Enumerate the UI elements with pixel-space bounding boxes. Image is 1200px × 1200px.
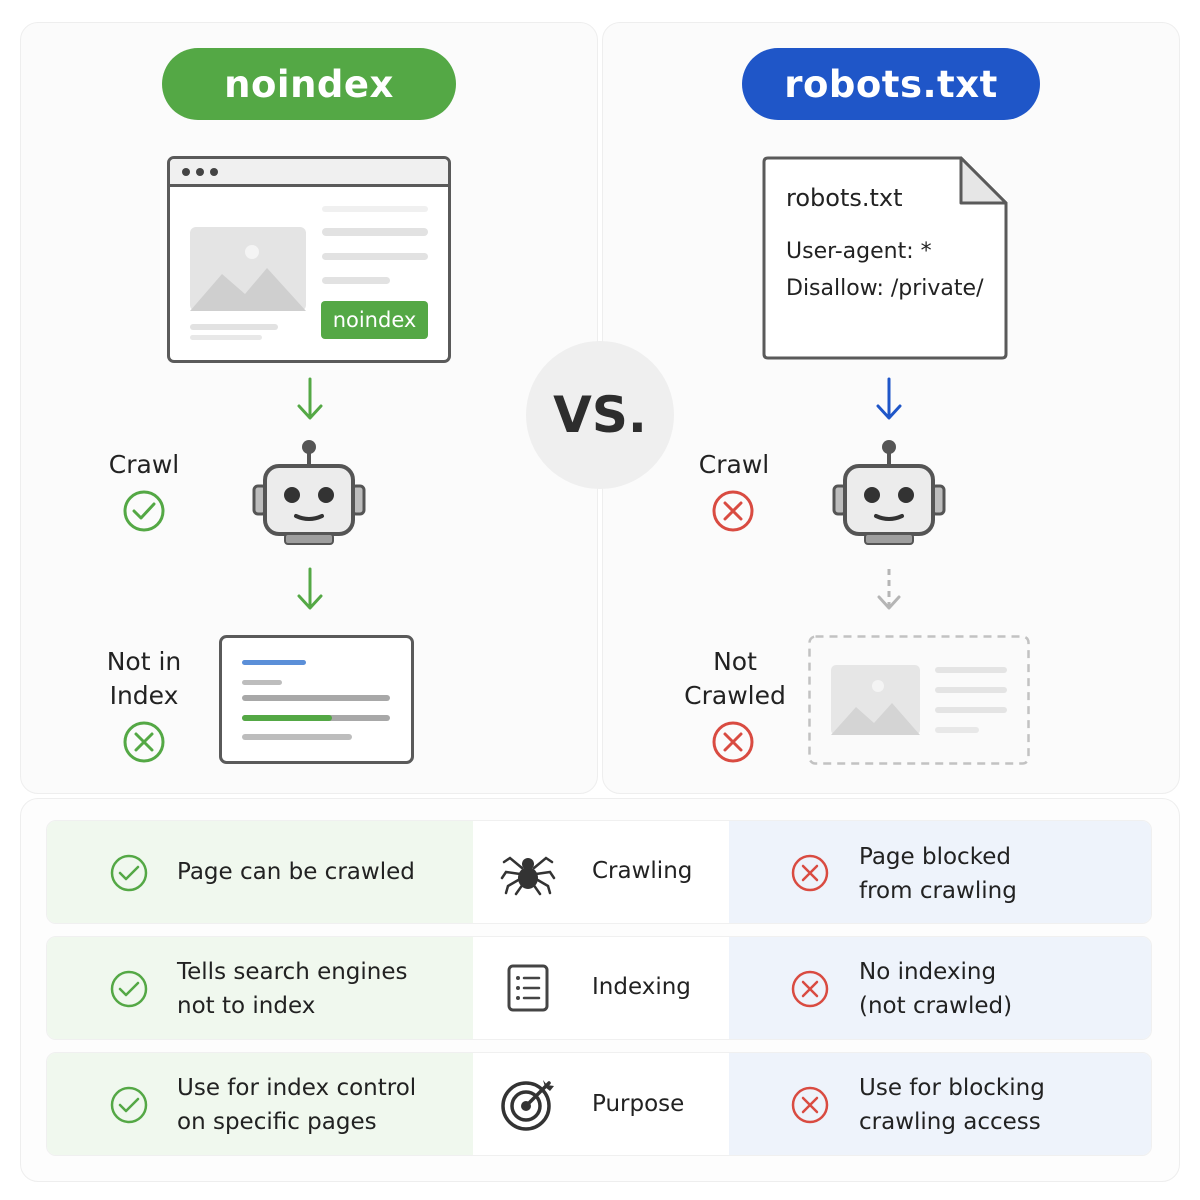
criteria-purpose-label: Purpose <box>592 1091 685 1117</box>
target-icon <box>501 1080 554 1131</box>
list-document-icon <box>507 964 549 1012</box>
noindex-tag: noindex <box>321 301 428 339</box>
robots-indexing-text: No indexing (not crawled) <box>859 959 1013 1019</box>
criteria-indexing-label: Indexing <box>592 974 691 1000</box>
comparison-row-crawling <box>46 820 1152 924</box>
robots-crawling-text: Page blocked from crawling <box>859 844 1017 904</box>
robots-doc-title: robots.txt <box>786 184 903 212</box>
dashed-arrow-down-icon <box>877 569 901 610</box>
arrow-down-icon <box>876 377 902 420</box>
check-circle-icon <box>110 970 148 1008</box>
criteria-crawling-label: Crawling <box>592 858 693 884</box>
x-circle-icon <box>123 721 165 763</box>
noindex-indexing-text: Tells search engines not to index <box>177 959 408 1019</box>
search-results-card-icon <box>219 635 414 764</box>
robots-doc-user-agent: User-agent: * <box>786 239 932 264</box>
check-circle-icon <box>123 490 165 532</box>
robots-title: robots.txt <box>742 48 1040 120</box>
comparison-row-indexing <box>46 936 1152 1040</box>
browser-title-bar <box>170 159 448 187</box>
robots-doc-disallow: Disallow: /private/ <box>786 276 984 301</box>
uncrawled-page-icon <box>808 635 1030 765</box>
robot-crawler-icon <box>832 440 946 545</box>
x-circle-icon <box>712 490 754 532</box>
crawl-label: Crawl <box>108 450 180 479</box>
spider-icon <box>500 856 556 896</box>
robots-purpose-text: Use for blocking crawling access <box>859 1075 1045 1135</box>
arrow-down-icon <box>297 567 323 610</box>
vs-badge: VS. <box>526 341 674 489</box>
robots-document-icon <box>762 156 1008 360</box>
noindex-title: noindex <box>162 48 456 120</box>
not-crawled-label: Not Crawled <box>684 647 786 710</box>
noindex-purpose-text: Use for index control on specific pages <box>177 1075 417 1135</box>
x-circle-icon <box>712 721 754 763</box>
arrow-down-icon <box>297 377 323 420</box>
window-dot-icon <box>196 168 204 176</box>
x-circle-icon <box>791 854 829 892</box>
x-circle-icon <box>791 970 829 1008</box>
window-dot-icon <box>210 168 218 176</box>
browser-content-illustration <box>190 206 428 340</box>
robot-crawler-icon <box>252 440 366 545</box>
x-circle-icon <box>791 1086 829 1124</box>
not-in-index-label: Not in Index <box>106 647 182 710</box>
comparison-row-purpose <box>46 1052 1152 1156</box>
crawl-label: Crawl <box>698 450 770 479</box>
check-circle-icon <box>110 854 148 892</box>
check-circle-icon <box>110 1086 148 1124</box>
window-dot-icon <box>182 168 190 176</box>
noindex-crawling-text: Page can be crawled <box>177 859 415 885</box>
